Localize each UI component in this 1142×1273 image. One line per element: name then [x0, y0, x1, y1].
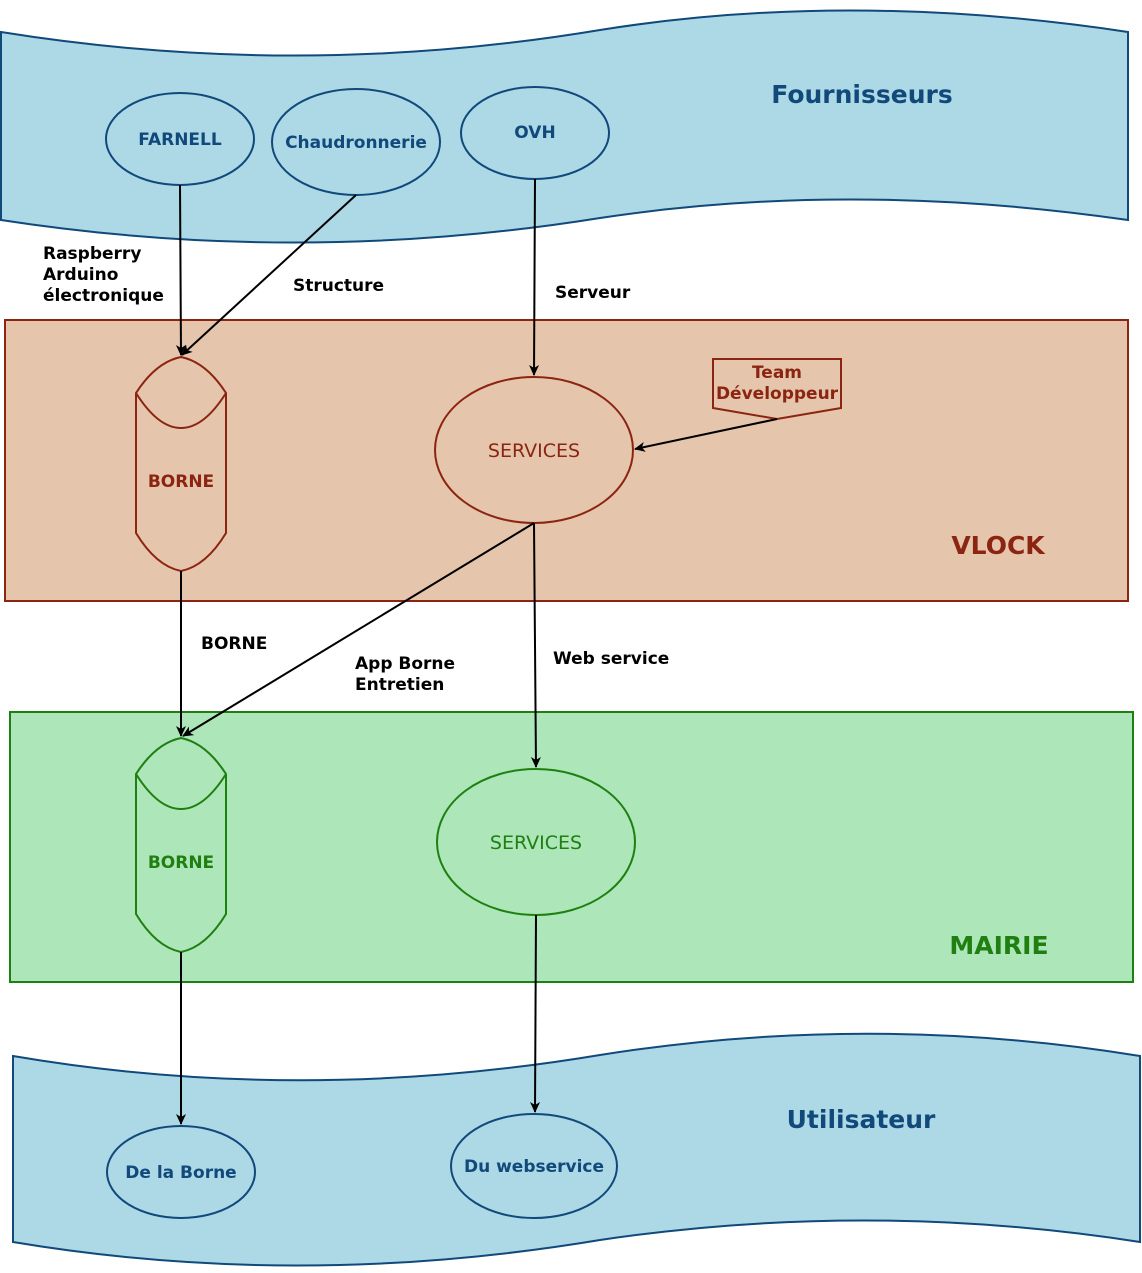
- edge-team-to-services: [634, 418, 778, 452]
- de-la-borne-label: De la Borne: [125, 1163, 236, 1183]
- edge-services-to-mairie-borne: [182, 522, 535, 737]
- edge-mairie-services-to-user: [530, 914, 541, 1113]
- chaudronnerie-label: Chaudronnerie: [285, 133, 427, 153]
- mairie-borne-label: BORNE: [148, 853, 214, 873]
- de-la-borne-ellipse: [106, 1125, 256, 1219]
- team-label-line2: Développeur: [716, 384, 839, 404]
- edge-label-electronique: électronique: [43, 286, 164, 306]
- edge-labels: Raspberry Arduino électronique Structure…: [43, 244, 669, 695]
- du-webservice-node: Du webservice: [450, 1113, 618, 1219]
- chaudronnerie-node: Chaudronnerie: [271, 88, 441, 196]
- edges: [175, 178, 778, 1125]
- edge-label-web-service: Web service: [553, 649, 669, 669]
- vlock-borne-node: BORNE: [135, 355, 227, 573]
- edge-label-entretien: Entretien: [355, 675, 444, 695]
- team-label-line1: Team: [752, 363, 802, 383]
- ovh-node: OVH: [460, 86, 610, 180]
- edge-label-structure: Structure: [293, 276, 384, 296]
- vlock-borne-shape: [135, 355, 227, 573]
- mairie-borne-shape: [135, 736, 227, 954]
- edge-label-raspberry: Raspberry: [43, 244, 141, 264]
- edge-label-borne: BORNE: [201, 634, 267, 654]
- vlock-services-node: SERVICES: [434, 376, 634, 524]
- edge-label-arduino: Arduino: [43, 265, 118, 285]
- mairie-services-node: SERVICES: [436, 768, 636, 916]
- team-developpeur-shape: [712, 358, 842, 421]
- utilisateur-band: Utilisateur De la Borne Du webservice: [12, 1032, 1141, 1267]
- team-developpeur-node: Team Développeur: [712, 358, 842, 421]
- fournisseurs-band: Fournisseurs FARNELL Chaudronnerie OVH: [0, 9, 1129, 244]
- edge-ovh-to-services: [529, 178, 540, 376]
- vlock-services-label: SERVICES: [488, 440, 580, 462]
- ovh-label: OVH: [514, 123, 555, 143]
- utilisateur-title: Utilisateur: [787, 1105, 936, 1134]
- vlock-title: VLOCK: [951, 531, 1046, 560]
- mairie-zone: MAIRIE BORNE SERVICES: [9, 711, 1134, 983]
- du-webservice-label: Du webservice: [464, 1157, 604, 1177]
- de-la-borne-node: De la Borne: [106, 1125, 256, 1219]
- vlock-zone: VLOCK BORNE SERVICES Team Développeur: [4, 319, 1129, 602]
- farnell-node: FARNELL: [105, 92, 255, 186]
- mairie-borne-node: BORNE: [135, 736, 227, 954]
- edge-chaudronnerie-to-borne: [181, 194, 357, 356]
- edge-label-app-borne: App Borne: [355, 654, 455, 674]
- mairie-services-label: SERVICES: [490, 832, 582, 854]
- fournisseurs-title: Fournisseurs: [771, 80, 952, 109]
- du-webservice-ellipse: [450, 1113, 618, 1219]
- farnell-label: FARNELL: [138, 130, 222, 150]
- mairie-title: MAIRIE: [949, 931, 1048, 960]
- edge-label-serveur: Serveur: [555, 283, 631, 303]
- edge-services-to-mairie-services: [530, 522, 541, 768]
- vlock-borne-label: BORNE: [148, 472, 214, 492]
- edge-farnell-to-borne: [175, 184, 186, 356]
